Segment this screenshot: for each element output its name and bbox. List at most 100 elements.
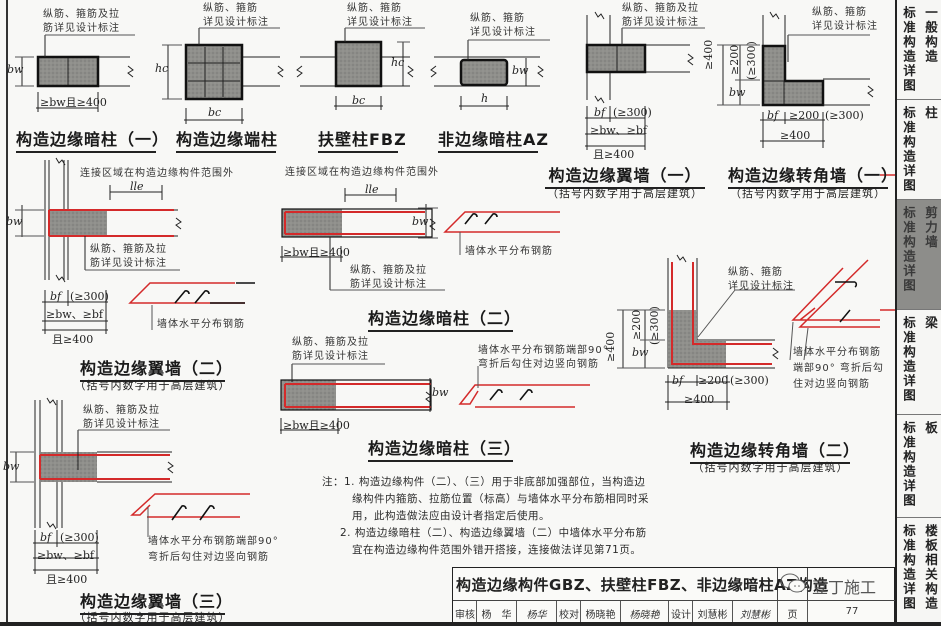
watermark-text: 豆丁施工 bbox=[812, 578, 877, 597]
chat-bubble-icon bbox=[780, 573, 806, 593]
yiqiang3-dim-and: 且≥400 bbox=[46, 573, 88, 586]
az-dim-bw: bw bbox=[512, 64, 529, 77]
wechat-logo-icon bbox=[778, 568, 808, 600]
anzhu2-dim-length: ≥bw且≥400 bbox=[283, 246, 350, 259]
detail-drawings-canvas bbox=[10, 11, 895, 574]
anzhu3-note-1: 纵筋、箍筋及拉 bbox=[292, 337, 369, 348]
zhuanjiao2-dim-200v: ≥200 bbox=[630, 309, 643, 340]
sidebar-item-general[interactable]: 标准构造详图 一般构造 bbox=[897, 0, 941, 100]
zhuanjiao2-rebar-note-3: 住对边竖向钢筋 bbox=[793, 379, 870, 390]
zhuanjiao2-note-2: 详见设计标注 bbox=[728, 281, 794, 292]
drawing-title: 构造边缘构件GBZ、扶壁柱FBZ、非边缘暗柱AZ构造 bbox=[453, 568, 828, 600]
yiqiang2-dim-lle: lle bbox=[130, 180, 144, 193]
yiqiang1-note-1: 纵筋、箍筋及拉 bbox=[622, 3, 699, 14]
note-line-4: 2. 构造边缘暗柱（二）、构造边缘翼墙（二）中墙体水平分布筋 bbox=[340, 527, 647, 539]
fbz-note-2: 详见设计标注 bbox=[347, 17, 413, 28]
check-signature: 杨晓艳 bbox=[621, 601, 669, 623]
review-name: 杨 华 bbox=[477, 601, 517, 623]
yiqiang2-note-top: 连接区域在构造边缘构件范围外 bbox=[80, 168, 234, 179]
design-label: 设计 bbox=[669, 601, 693, 623]
check-label: 校对 bbox=[557, 601, 581, 623]
note-line-5: 宜在构造边缘构件范围外错开搭接，连接做法详见第71页。 bbox=[352, 544, 642, 556]
zhuanjiao1-note-2: 详见设计标注 bbox=[812, 21, 878, 32]
sidebar-label-right: 梁 bbox=[923, 316, 938, 331]
chapter-sidebar: 标准构造详图 一般构造 标准构造详图 柱 标准构造详图 剪力墙 标准构造详图 梁… bbox=[895, 0, 941, 622]
zhuanjiao2-dim-bw: bw bbox=[632, 346, 649, 359]
caption-yiqiang-1: 构造边缘翼墙（一） bbox=[545, 162, 705, 189]
subcaption-yiqiang-3: （括号内数字用于高层建筑） bbox=[74, 611, 231, 624]
caption-duanzhu: 构造边缘端柱 bbox=[176, 126, 277, 153]
yiqiang1-dim-bf: bf bbox=[594, 106, 606, 119]
yiqiang2-dim-bf: bf bbox=[50, 290, 62, 303]
fbz-note-1: 纵筋、箍筋 bbox=[347, 3, 402, 14]
detail-az bbox=[430, 39, 550, 110]
fbz-dim-bc: bc bbox=[352, 94, 366, 107]
yiqiang1-dim-and: 且≥400 bbox=[593, 148, 635, 161]
sidebar-label-left: 标准构造详图 bbox=[901, 421, 916, 508]
detail-anzhu-1 bbox=[15, 34, 135, 112]
sidebar-item-slab[interactable]: 标准构造详图 板 bbox=[897, 415, 941, 518]
anzhu1-note-1: 纵筋、箍筋及拉 bbox=[43, 9, 120, 20]
anzhu1-dim-length: ≥bw且≥400 bbox=[40, 96, 107, 109]
signature-row: 审核 杨 华 杨华 校对 杨晓艳 杨晓艳 设计 刘慧彬 刘慧彬 页 77 bbox=[453, 600, 896, 623]
detail-yiqiang-2 bbox=[15, 157, 255, 334]
duanzhu-note-1: 纵筋、箍筋 bbox=[203, 3, 258, 14]
review-signature: 杨华 bbox=[517, 601, 557, 623]
zhuanjiao2-dim-300v: (≥300) bbox=[648, 306, 661, 345]
yiqiang1-dim-length: ≥bw、≥bf bbox=[590, 124, 648, 137]
yiqiang3-dim-length: ≥bw、≥bf bbox=[37, 549, 95, 562]
sidebar-label-right: 一般构造 bbox=[923, 6, 938, 64]
anzhu1-dim-bw: bw bbox=[7, 63, 24, 76]
sidebar-label-left: 标准构造详图 bbox=[901, 206, 916, 293]
anzhu2-dim-bw: bw bbox=[412, 215, 429, 228]
yiqiang2-note-2: 筋详见设计标注 bbox=[90, 258, 167, 269]
caption-yiqiang-2: 构造边缘翼墙（二） bbox=[80, 355, 232, 382]
sidebar-label-right: 柱 bbox=[923, 106, 938, 121]
detail-yiqiang-1 bbox=[585, 11, 705, 150]
az-note-2: 详见设计标注 bbox=[470, 27, 536, 38]
zhuanjiao2-dim-400h: ≥400 bbox=[684, 393, 715, 406]
zhuanjiao2-dim-200h: ≥200 bbox=[698, 374, 729, 387]
zhuanjiao2-note-1: 纵筋、箍筋 bbox=[728, 267, 783, 278]
yiqiang2-rebar-note: 墙体水平分布钢筋 bbox=[157, 319, 245, 330]
caption-yiqiang-3: 构造边缘翼墙（三） bbox=[80, 588, 232, 615]
sidebar-label-right: 楼板相关构造 bbox=[923, 524, 938, 611]
zhuanjiao1-dim-200v: ≥200 bbox=[728, 44, 741, 75]
caption-anzhu-1: 构造边缘暗柱（一） bbox=[16, 126, 168, 153]
yiqiang2-dim-300: (≥300) bbox=[70, 290, 109, 303]
sidebar-label-left: 标准构造详图 bbox=[901, 6, 916, 93]
review-label: 审核 bbox=[453, 601, 477, 623]
yiqiang3-dim-bf: bf bbox=[40, 531, 52, 544]
zhuanjiao1-note-1: 纵筋、箍筋 bbox=[812, 7, 867, 18]
anzhu2-note-1: 纵筋、箍筋及拉 bbox=[350, 265, 427, 276]
notes-prefix: 注： bbox=[322, 476, 344, 488]
caption-zhuanjiao-2: 构造边缘转角墙（二） bbox=[690, 437, 859, 464]
sidebar-item-column[interactable]: 标准构造详图 柱 bbox=[897, 100, 941, 200]
sidebar-item-shear-wall[interactable]: 标准构造详图 剪力墙 bbox=[897, 200, 941, 310]
detail-anzhu-2 bbox=[280, 188, 560, 291]
sidebar-item-slab-related[interactable]: 标准构造详图 楼板相关构造 bbox=[897, 518, 941, 622]
check-name: 杨晓艳 bbox=[581, 601, 621, 623]
subcaption-yiqiang-2: （括号内数字用于高层建筑） bbox=[74, 379, 231, 392]
sidebar-item-beam[interactable]: 标准构造详图 梁 bbox=[897, 310, 941, 415]
caption-anzhu-3: 构造边缘暗柱（三） bbox=[368, 435, 520, 462]
zhuanjiao2-rebar-note-2: 端部90° 弯折后勾 bbox=[793, 363, 884, 374]
zhuanjiao1-dim-300v: (≥300) bbox=[745, 41, 758, 80]
sheet-left-border bbox=[6, 0, 8, 626]
duanzhu-dim-hc: hc bbox=[155, 62, 169, 75]
anzhu3-rebar-note-1: 墙体水平分布钢筋端部90° bbox=[478, 345, 609, 356]
zhuanjiao2-dim-300h: (≥300) bbox=[730, 374, 769, 387]
caption-fbz: 扶壁柱FBZ bbox=[318, 126, 406, 153]
fbz-dim-hc: hc bbox=[391, 56, 405, 69]
detail-zhuanjiao-2 bbox=[617, 254, 880, 410]
yiqiang3-rebar-note-1: 墙体水平分布钢筋端部90° bbox=[148, 536, 279, 547]
zhuanjiao1-dim-bw: bw bbox=[729, 86, 746, 99]
anzhu2-dim-lle: lle bbox=[365, 183, 379, 196]
general-notes: 注：1. 构造边缘构件（二）、（三）用于非底部加强部位，当构造边 缘构件内箍筋、… bbox=[322, 474, 649, 559]
zhuanjiao1-dim-200h: ≥200 bbox=[789, 109, 820, 122]
sidebar-label-right: 剪力墙 bbox=[923, 206, 938, 250]
sidebar-label-left: 标准构造详图 bbox=[901, 106, 916, 193]
anzhu3-note-2: 筋详见设计标注 bbox=[292, 351, 369, 362]
sheet-bottom-border bbox=[0, 622, 941, 626]
